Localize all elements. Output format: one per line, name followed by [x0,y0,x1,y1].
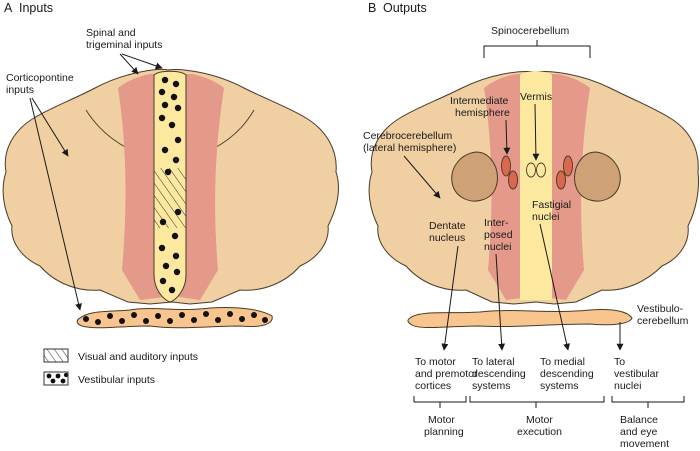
flocculonodular-band-a [76,307,273,329]
cerebrocerebellum-arrow [403,155,441,199]
svg-text:descending: descending [540,368,594,380]
svg-text:systems: systems [472,380,511,392]
panel-a-title: Inputs [19,1,53,15]
cerebrocerebellum-label: Cerebrocerebellum (lateral hemisphere) [363,130,456,154]
legend-visual-label: Visual and auditory inputs [78,351,198,363]
intermediate-arrow [503,119,511,155]
svg-text:cortices: cortices [415,380,451,392]
spinocerebellum-label: Spinocerebellum [491,25,569,37]
svg-text:descending: descending [472,368,526,380]
fastigial-label: Fastigial nuclei [532,199,571,223]
function-motor-execution: Motor execution [517,414,562,438]
svg-text:Balance: Balance [620,414,658,426]
legend-vestibular-label: Vestibular inputs [78,374,155,386]
svg-text:inputs: inputs [6,84,34,96]
target-vestibular-nuclei: To vestibular nuclei [614,356,659,392]
fastigial-nuclei [526,162,546,178]
vermis-b [520,71,552,300]
function-balance-eye: Balance and eye movement [620,414,669,450]
svg-text:vestibular: vestibular [614,368,659,380]
svg-text:nucleus: nucleus [429,232,465,244]
svg-text:nuclei: nuclei [484,241,511,253]
vestibular-dots-band [83,311,268,325]
panel-b-letter: B [368,1,376,15]
legend-hatch-swatch [43,348,69,363]
svg-text:and eye: and eye [620,426,658,438]
vermis-arrow [532,103,540,161]
svg-text:Inter-: Inter- [484,217,509,229]
visual-auditory-region-a [154,168,186,228]
legend-dots [46,372,69,384]
svg-text:To: To [614,356,625,368]
svg-text:Motor: Motor [428,414,455,426]
panel-b: B Outputs Spinocerebellum Vermis [363,1,699,450]
target-lateral-descending: To lateral descending systems [472,356,526,392]
svg-text:planning: planning [424,426,464,438]
dentate-label: Dentate nucleus [429,220,466,244]
spinal-trigeminal-label: Spinal and trigeminal inputs [86,27,162,51]
svg-text:Motor: Motor [526,414,553,426]
panel-b-title: Outputs [383,1,427,15]
svg-text:(lateral hemisphere): (lateral hemisphere) [363,142,456,154]
svg-text:To medial: To medial [540,356,585,368]
svg-text:Cerebrocerebellum: Cerebrocerebellum [363,130,453,142]
svg-text:Fastigial: Fastigial [532,199,571,211]
svg-text:Spinal and: Spinal and [86,27,136,39]
panel-a-letter: A [4,1,13,15]
svg-text:Intermediate: Intermediate [450,95,509,107]
vermis-label: Vermis [520,91,552,103]
interposed-label: Inter- posed nuclei [484,217,513,253]
interposed-output-arrow [495,253,506,351]
svg-text:nuclei: nuclei [614,380,641,392]
spinocerebellum-bracket [483,40,591,58]
interposed-nuclei [501,155,573,190]
intermediate-hemisphere-label: Intermediate hemisphere [450,95,510,119]
svg-text:movement: movement [620,438,669,450]
svg-text:Dentate: Dentate [429,220,466,232]
vestibular-dots-vermis [158,76,182,294]
target-medial-descending: To medial descending systems [540,356,594,392]
dentate-nucleus-right [574,151,621,202]
vestibulocerebellum-band [407,309,633,328]
svg-text:cerebellum: cerebellum [637,315,689,327]
svg-text:To lateral: To lateral [472,356,515,368]
dentate-nucleus-left [451,151,498,202]
svg-text:posed: posed [484,229,513,241]
spinal-arrow-1 [119,53,139,75]
corticopontine-arrow-2 [29,97,82,311]
svg-text:and premotor: and premotor [415,368,478,380]
spinal-arrow-2 [121,53,163,70]
target-motor-cortices: To motor and premotor cortices [415,356,478,392]
function-braces [413,396,685,408]
corticopontine-arrow-1 [31,97,69,157]
svg-text:trigeminal inputs: trigeminal inputs [86,39,162,51]
svg-text:hemisphere: hemisphere [455,107,510,119]
vestibulocerebellum-label: Vestibulo- cerebellum [637,303,689,327]
svg-text:systems: systems [540,380,579,392]
svg-text:execution: execution [517,426,562,438]
panel-a: A Inputs [2,1,339,386]
svg-text:To motor: To motor [415,356,456,368]
function-motor-planning: Motor planning [424,414,464,438]
fastigial-output-arrow [539,223,571,351]
svg-text:Corticopontine: Corticopontine [6,72,74,84]
svg-text:nuclei: nuclei [532,211,559,223]
svg-text:Vestibulo-: Vestibulo- [637,303,684,315]
corticopontine-label: Corticopontine inputs [6,72,74,96]
dentate-output-arrow [441,245,459,351]
